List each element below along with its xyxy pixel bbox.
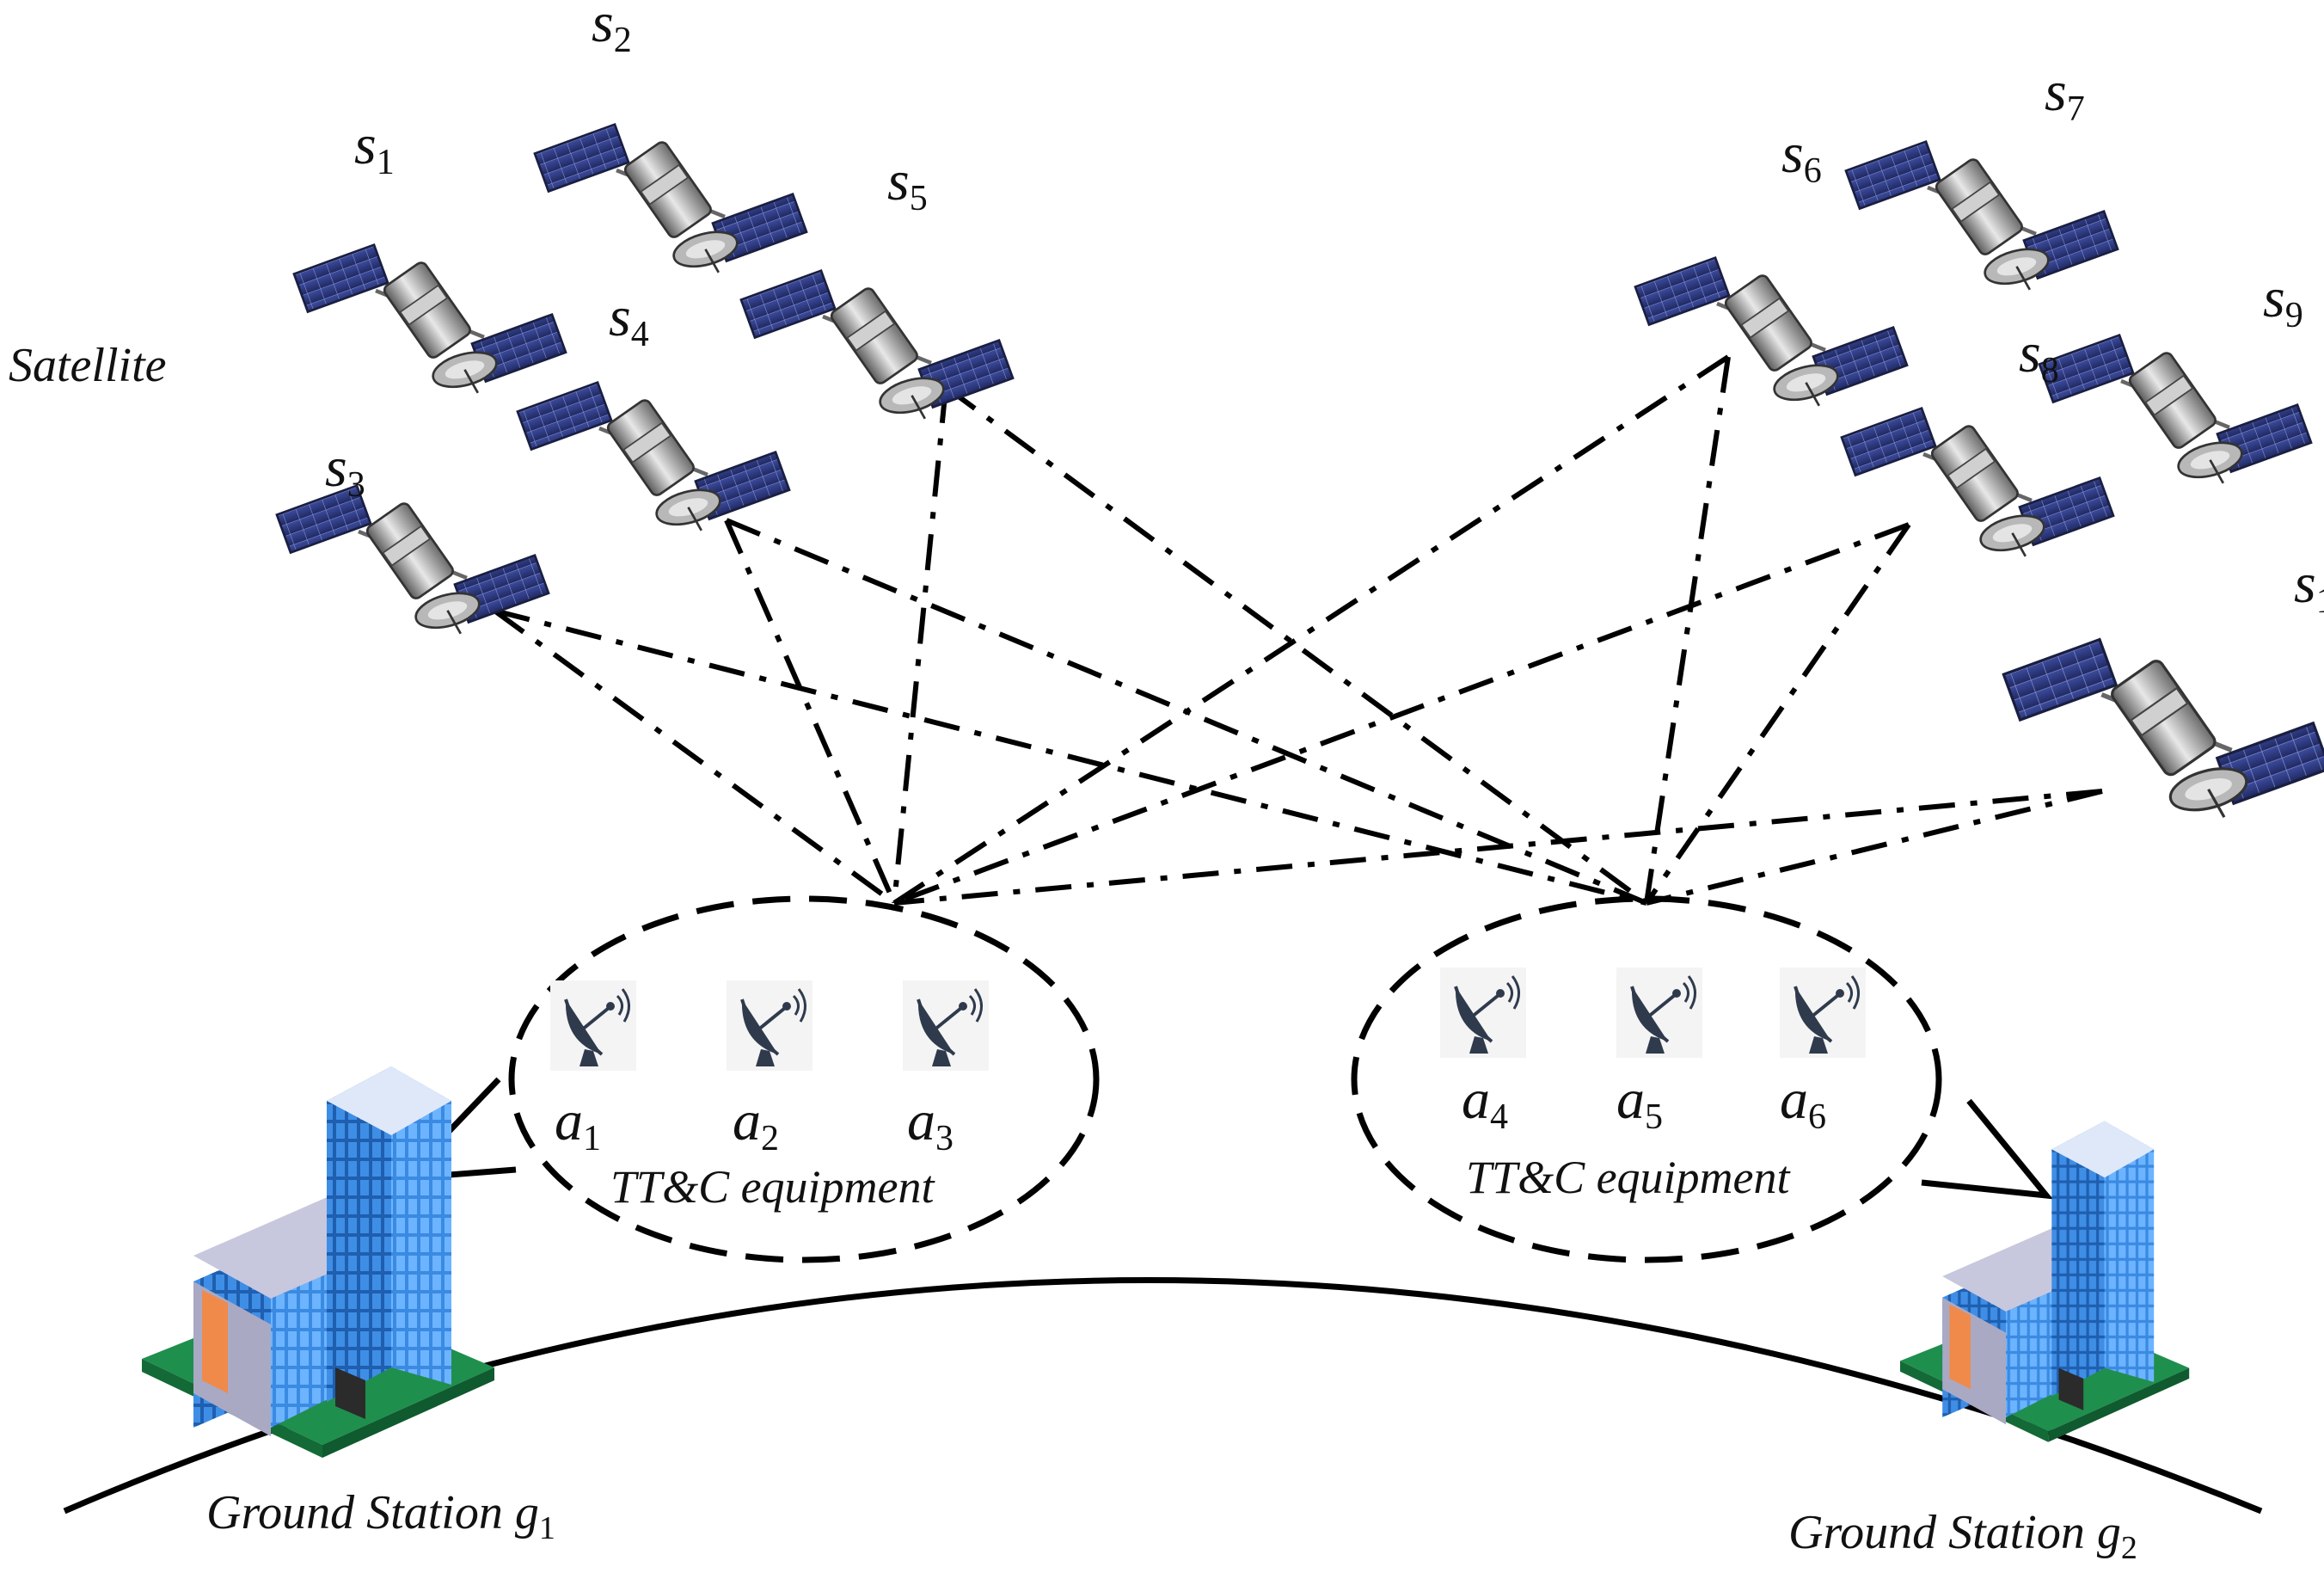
- antenna-label-a3: a3: [907, 1090, 954, 1158]
- antenna-dish-icon-a1: [549, 979, 638, 1072]
- link-s6-cluster-1: [892, 354, 1730, 906]
- antenna-dish-icon-a4: [1438, 966, 1528, 1060]
- satellite-icon-s7: [1846, 142, 2118, 290]
- satellite-letter-s3: s: [325, 436, 347, 499]
- satellite-index-s7: 7: [2067, 89, 2085, 129]
- satellite-index-s10: 10: [2316, 581, 2324, 621]
- antenna-dish-icon-a5: [1615, 966, 1704, 1060]
- tt-c-cluster-1-boundary: [508, 895, 1100, 1263]
- link-s6-cluster-2: [1644, 356, 1731, 904]
- ground-station-name-g1: Ground Station: [206, 1486, 515, 1539]
- satellite-icon-s5: [741, 271, 1013, 419]
- satellite-letter-s7: s: [2045, 60, 2067, 123]
- callout-pointer-g2: [1921, 1098, 2054, 1200]
- ground-station-building-g2: [1900, 1121, 2190, 1442]
- link-s5-cluster-2: [944, 384, 1648, 906]
- satellite-index-s8: 8: [2041, 351, 2059, 390]
- satellite-icon-s6: [1635, 258, 1907, 406]
- antenna-label-a5: a5: [1616, 1068, 1663, 1137]
- satellite-index-s6: 6: [1804, 151, 1822, 191]
- ground-station-letter-g2: g: [2097, 1506, 2121, 1559]
- antenna-index-a1: 1: [583, 1119, 601, 1158]
- satellite-index-s5: 5: [910, 179, 928, 218]
- satellite-letter-s5: s: [887, 150, 910, 212]
- satellite-index-s9: 9: [2285, 296, 2303, 335]
- links-layer: [493, 354, 2103, 906]
- satellite-letter-s2: s: [592, 0, 614, 54]
- satellite-label-s6: s6: [1781, 122, 1822, 191]
- ground-station-building-g1: [142, 1066, 494, 1458]
- link-s10-cluster-1: [893, 789, 2103, 906]
- satellite-icon-s1: [294, 245, 566, 393]
- link-s3-cluster-2: [494, 608, 1647, 906]
- link-s10-cluster-2: [1646, 789, 2103, 906]
- antenna-label-a2: a2: [733, 1090, 779, 1158]
- antenna-letter-a4: a: [1462, 1068, 1490, 1131]
- antenna-index-a4: 4: [1490, 1097, 1508, 1137]
- ground-station-index-g2: 2: [2121, 1530, 2137, 1566]
- link-s8-cluster-2: [1644, 523, 1911, 905]
- satellite-label-s8: s8: [2019, 322, 2059, 390]
- ground-station-index-g1: 1: [539, 1510, 555, 1546]
- tt-c-equipment-label-1: TT&C equipment: [610, 1161, 936, 1213]
- satellite-letter-s1: s: [354, 114, 377, 176]
- antenna-index-a2: 2: [761, 1119, 779, 1158]
- antenna-label-a6: a6: [1780, 1068, 1826, 1137]
- antenna-letter-a3: a: [907, 1090, 935, 1152]
- ground-station-label-g2: Ground Station g2: [1788, 1506, 2137, 1566]
- satellite-letter-s9: s: [2263, 267, 2285, 329]
- satellite-letter-s8: s: [2019, 322, 2041, 384]
- tt-c-cluster-2-boundary: [1351, 895, 1942, 1263]
- antenna-index-a5: 5: [1645, 1097, 1663, 1137]
- antenna-index-a3: 3: [935, 1119, 954, 1158]
- antenna-letter-a6: a: [1780, 1068, 1808, 1131]
- satellite-letter-s10: s: [2294, 552, 2316, 615]
- antenna-letter-a5: a: [1616, 1068, 1645, 1131]
- tt-c-equipment-label-2: TT&C equipment: [1466, 1152, 1792, 1203]
- antenna-label-a1: a1: [555, 1090, 601, 1158]
- satellite-label-s3: s3: [325, 436, 365, 505]
- link-s4-cluster-1: [724, 519, 897, 905]
- satellite-icon-s2: [535, 125, 806, 273]
- antenna-label-a4: a4: [1462, 1068, 1508, 1137]
- satellite-label-s1: s1: [354, 114, 395, 182]
- satellite-label-s7: s7: [2045, 60, 2085, 129]
- antenna-dish-icon-a6: [1778, 966, 1867, 1060]
- satellite-letter-s6: s: [1781, 122, 1804, 185]
- antenna-dish-icon-a2: [725, 979, 814, 1072]
- antenna-dish-icon-a3: [901, 979, 990, 1072]
- antenna-letter-a1: a: [555, 1090, 583, 1152]
- satellite-label-s5: s5: [887, 150, 928, 218]
- ground-station-letter-g1: g: [515, 1486, 539, 1539]
- satellite-index-s4: 4: [631, 315, 649, 354]
- satellite-letter-s4: s: [609, 286, 631, 348]
- satellite-index-s1: 1: [377, 143, 395, 182]
- antenna-letter-a2: a: [733, 1090, 761, 1152]
- link-s3-cluster-1: [493, 608, 896, 906]
- satellite-icon-s4: [518, 383, 789, 531]
- satellite-icon-s9: [2039, 335, 2311, 483]
- satellite-index-s3: 3: [347, 465, 365, 505]
- antenna-index-a6: 6: [1808, 1097, 1826, 1137]
- satellites-layer: [277, 125, 2324, 818]
- satellite-label-s9: s9: [2263, 267, 2303, 335]
- satellite-label-s10: s10: [2294, 552, 2324, 621]
- satellite-index-s2: 2: [614, 21, 632, 60]
- link-s8-cluster-1: [892, 522, 1910, 906]
- satellite-labels: s1s2s3s4s5s6s7s8s9s10: [325, 0, 2324, 621]
- ground-station-name-g2: Ground Station: [1788, 1506, 2097, 1559]
- satellite-label-s2: s2: [592, 0, 632, 60]
- satellite-icon-s10: [2003, 640, 2324, 818]
- satellite-label-s4: s4: [609, 286, 649, 354]
- link-s5-cluster-1: [892, 386, 948, 904]
- ground-station-label-g1: Ground Station g1: [206, 1486, 555, 1546]
- satellite-side-label: Satellite: [9, 339, 167, 392]
- antennas-layer: [549, 966, 1867, 1072]
